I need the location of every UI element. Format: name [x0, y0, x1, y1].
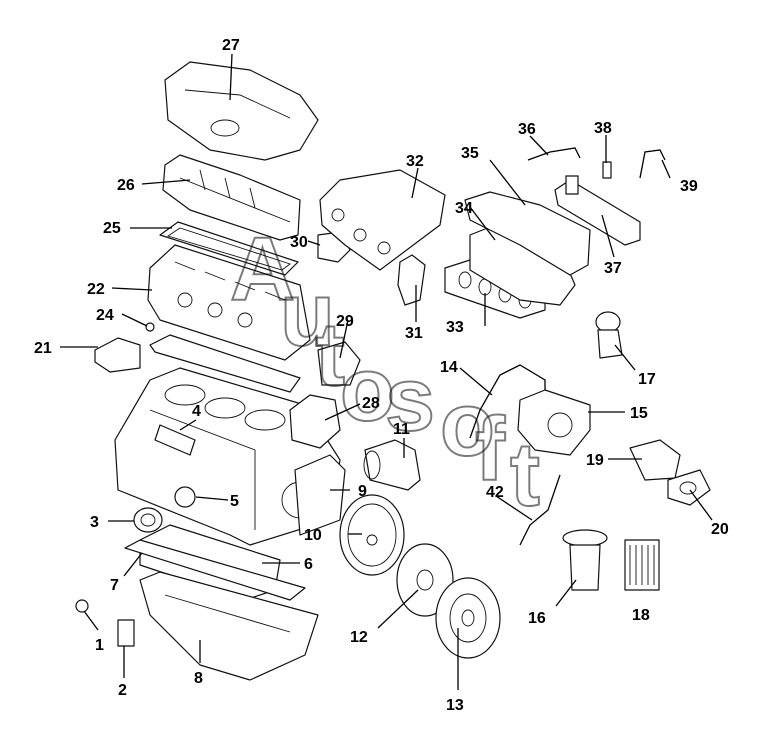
callout-18: 18 [632, 607, 650, 624]
head-gasket-part [149, 334, 301, 393]
fuel-filter-part [562, 529, 608, 591]
drain-plug-part [75, 599, 89, 613]
callout-1: 1 [95, 637, 104, 654]
callout-17: 17 [638, 371, 656, 388]
flywheel-part [339, 494, 405, 576]
starter-motor-part [363, 439, 421, 491]
callout-16: 16 [528, 610, 546, 627]
callout-22: 22 [87, 281, 105, 298]
callout-5: 5 [230, 493, 239, 510]
callout-labels: 27 26 25 22 24 21 4 5 3 6 7 8 1 2 9 10 1… [34, 37, 729, 714]
callout-10: 10 [304, 527, 322, 544]
water-pump-part [289, 394, 341, 449]
clutch-disc-part [396, 543, 454, 617]
return-pipe-part [639, 149, 666, 179]
fuel-pipe-part [527, 147, 581, 161]
callout-25: 25 [103, 220, 121, 237]
callout-9: 9 [358, 483, 367, 500]
callout-27: 27 [222, 37, 240, 54]
rail-pressure-sensor-part [602, 161, 612, 179]
sensor-part [174, 486, 196, 508]
callout-32: 32 [406, 153, 424, 170]
callout-2: 2 [118, 682, 127, 699]
coolant-hose-part [154, 424, 196, 456]
head-bolt-part [145, 322, 155, 332]
oil-filter-housing-part [133, 507, 163, 533]
svg-text:A: A [230, 220, 295, 320]
callout-39: 39 [680, 178, 698, 195]
callout-34: 34 [455, 200, 473, 217]
callout-15: 15 [630, 405, 648, 422]
oil-pan-part [139, 571, 319, 681]
callout-20: 20 [711, 521, 729, 538]
turbocharger-part [517, 389, 591, 456]
fuel-rail-part [554, 175, 641, 246]
leader-lines [60, 53, 713, 690]
callout-11: 11 [393, 421, 410, 438]
callout-31: 31 [405, 325, 423, 342]
callout-33: 33 [446, 319, 464, 336]
rear-cover-plate-part [294, 454, 346, 536]
callout-14: 14 [440, 359, 458, 376]
callout-36: 36 [518, 121, 536, 138]
mount-bracket-right-part [629, 439, 681, 481]
callout-4: 4 [192, 403, 201, 420]
callout-7: 7 [110, 577, 119, 594]
callout-30: 30 [290, 234, 308, 251]
small-bracket-part [117, 619, 135, 647]
breather-hose-part [469, 364, 546, 439]
svg-text:u: u [280, 265, 335, 365]
oil-pan-gasket-part [124, 539, 306, 601]
svg-text:o: o [340, 340, 395, 440]
vacuum-valve-part [595, 311, 623, 359]
callout-3: 3 [90, 514, 99, 531]
pressure-plate-part [435, 577, 501, 659]
callout-26: 26 [117, 177, 135, 194]
callout-24: 24 [96, 307, 114, 324]
intake-manifold-part [319, 169, 446, 271]
intake-pipe-part [397, 254, 426, 306]
callout-6: 6 [304, 556, 313, 573]
callout-28: 28 [362, 395, 380, 412]
valve-cover-gasket-part [159, 221, 299, 276]
oil-return-pipe-part [519, 474, 561, 546]
callout-8: 8 [194, 670, 203, 687]
valve-cover-part [162, 154, 301, 241]
svg-text:t: t [510, 425, 540, 525]
callout-19: 19 [586, 452, 604, 469]
callout-13: 13 [446, 697, 464, 714]
callout-21: 21 [34, 340, 52, 357]
callout-35: 35 [461, 145, 479, 162]
engine-mount-part [667, 469, 711, 506]
callout-38: 38 [594, 120, 612, 137]
callout-37: 37 [604, 260, 622, 277]
svg-text:s: s [385, 350, 435, 450]
callout-12: 12 [350, 629, 368, 646]
callout-29: 29 [336, 313, 354, 330]
cylinder-head-part [147, 244, 311, 361]
mount-bracket-left-part [94, 337, 141, 373]
callout-42: 42 [486, 484, 504, 501]
vacuum-pump-part [317, 341, 361, 386]
svg-text:f: f [475, 400, 506, 500]
oil-filter-part [624, 539, 660, 591]
engine-cover-part [164, 61, 319, 161]
